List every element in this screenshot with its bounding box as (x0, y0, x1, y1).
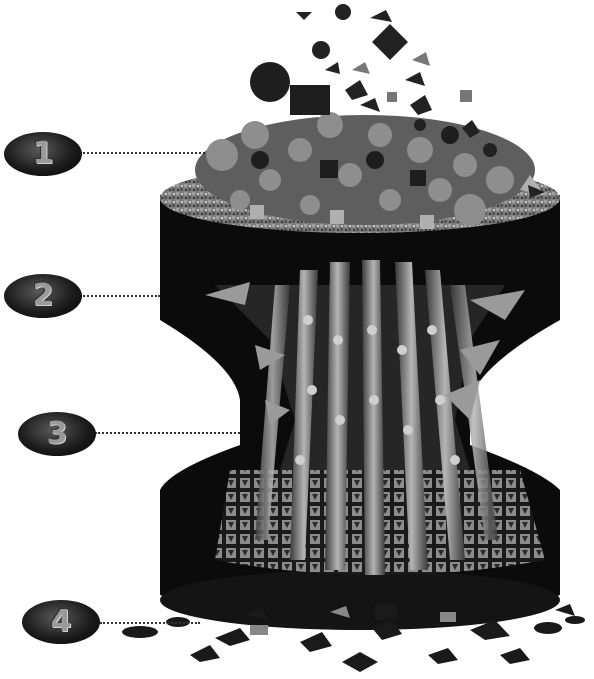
callout-number: 2 (4, 274, 82, 318)
callout-1: 1 (4, 132, 82, 176)
callout-3: 3 (18, 412, 96, 456)
callout-4: 4 (22, 600, 100, 644)
callout-number: 4 (22, 600, 100, 644)
callout-number: 3 (18, 412, 96, 456)
callout-2: 2 (4, 274, 82, 318)
leader-line-1 (80, 152, 205, 154)
leader-line-3 (95, 432, 240, 434)
leader-line-2 (80, 295, 160, 297)
callout-number: 1 (4, 132, 82, 176)
leader-line-4 (100, 622, 200, 624)
